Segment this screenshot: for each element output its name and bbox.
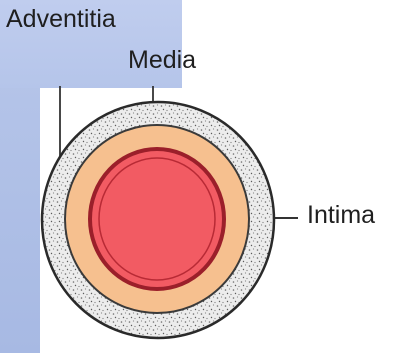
label-adventitia: Adventitia (6, 7, 116, 32)
intima-lumen (99, 158, 215, 280)
label-intima: Intima (307, 203, 375, 228)
label-media: Media (128, 48, 196, 73)
